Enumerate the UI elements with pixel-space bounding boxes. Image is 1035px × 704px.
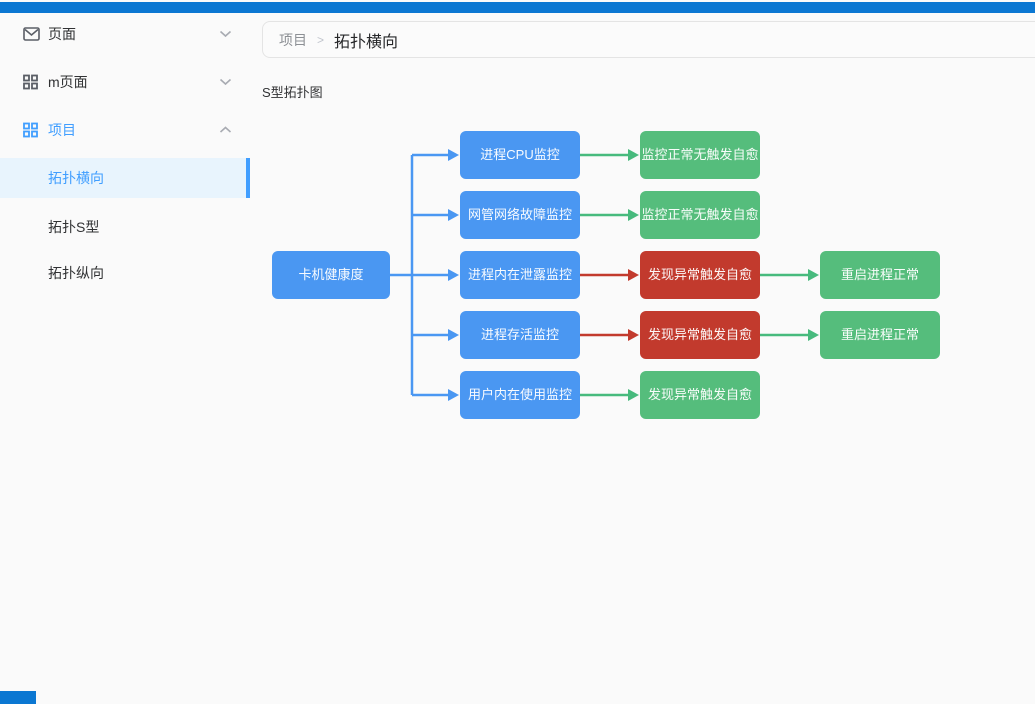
flow-node-label: 发现异常触发自愈 [647, 266, 752, 282]
flow-node-label: 重启进程正常 [840, 266, 919, 282]
flow-node-process-alive-monitor[interactable]: 进程存活监控 [460, 311, 580, 359]
bottom-progress-fragment [0, 691, 36, 704]
flow-node-network-fault-monitor[interactable]: 网管网络故障监控 [460, 191, 580, 239]
chevron-down-icon [219, 30, 232, 38]
flow-node-restart-ok-1[interactable]: 重启进程正常 [820, 251, 940, 299]
sidebar-subitem-label: 拓扑横向 [48, 170, 104, 186]
flow-node-label: 进程内在泄露监控 [467, 266, 572, 282]
sidebar-subitem-label: 拓扑纵向 [48, 265, 104, 281]
sidebar-subitem-topo-vertical[interactable]: 拓扑纵向 [0, 253, 250, 293]
flow-node-label: 网管网络故障监控 [467, 206, 572, 222]
top-progress-bar [0, 2, 1035, 13]
sidebar-subitem-topo-horizontal[interactable]: 拓扑横向 [0, 158, 250, 198]
flow-node-label: 发现异常触发自愈 [647, 326, 752, 342]
sidebar-subitem-topo-s[interactable]: 拓扑S型 [0, 207, 250, 247]
sidebar-item-project[interactable]: 项目 [0, 110, 250, 150]
chevron-down-icon [219, 78, 232, 86]
flow-node-anomaly-selfheal-1[interactable]: 发现异常触发自愈 [640, 251, 760, 299]
flow-node-anomaly-selfheal-3[interactable]: 发现异常触发自愈 [640, 371, 760, 419]
flow-node-restart-ok-2[interactable]: 重启进程正常 [820, 311, 940, 359]
flow-node-user-memory-monitor[interactable]: 用户内在使用监控 [460, 371, 580, 419]
sidebar-item-label: m页面 [48, 74, 88, 90]
sidebar-item-pages[interactable]: 页面 [0, 14, 250, 54]
flow-node-label: 监控正常无触发自愈 [641, 146, 759, 162]
flow-node-label: 监控正常无触发自愈 [641, 206, 759, 222]
breadcrumb-separator: > [317, 32, 325, 47]
flow-node-normal-no-selfheal-1[interactable]: 监控正常无触发自愈 [640, 131, 760, 179]
chevron-up-icon [219, 126, 232, 134]
grid-icon [23, 122, 38, 138]
breadcrumb-current: 拓扑横向 [334, 33, 399, 51]
breadcrumb: 项目 > 拓扑横向 [262, 21, 1035, 58]
flow-node-label: 卡机健康度 [298, 266, 364, 282]
flow-node-anomaly-selfheal-2[interactable]: 发现异常触发自愈 [640, 311, 760, 359]
flow-node-label: 进程CPU监控 [480, 146, 560, 162]
flow-node-label: 发现异常触发自愈 [647, 386, 752, 402]
breadcrumb-section[interactable]: 项目 [279, 31, 307, 48]
flow-node-label: 进程存活监控 [480, 326, 559, 342]
grid-icon [23, 74, 38, 90]
flow-node-cpu-monitor[interactable]: 进程CPU监控 [460, 131, 580, 179]
sidebar-subitem-label: 拓扑S型 [48, 219, 100, 235]
flow-node-normal-no-selfheal-2[interactable]: 监控正常无触发自愈 [640, 191, 760, 239]
flow-node-memory-leak-monitor[interactable]: 进程内在泄露监控 [460, 251, 580, 299]
flow-node-root[interactable]: 卡机健康度 [272, 251, 390, 299]
flow-node-label: 重启进程正常 [840, 326, 919, 342]
flow-node-label: 用户内在使用监控 [467, 386, 572, 402]
sidebar-item-label: 页面 [48, 26, 76, 42]
mail-icon [23, 27, 40, 42]
sidebar-item-label: 项目 [48, 122, 76, 138]
sidebar-item-m-pages[interactable]: m页面 [0, 62, 250, 102]
page-title: S型拓扑图 [262, 85, 323, 100]
sidebar: 页面 m页面 项目 拓扑横向 拓扑S型 拓扑纵向 [0, 13, 250, 704]
